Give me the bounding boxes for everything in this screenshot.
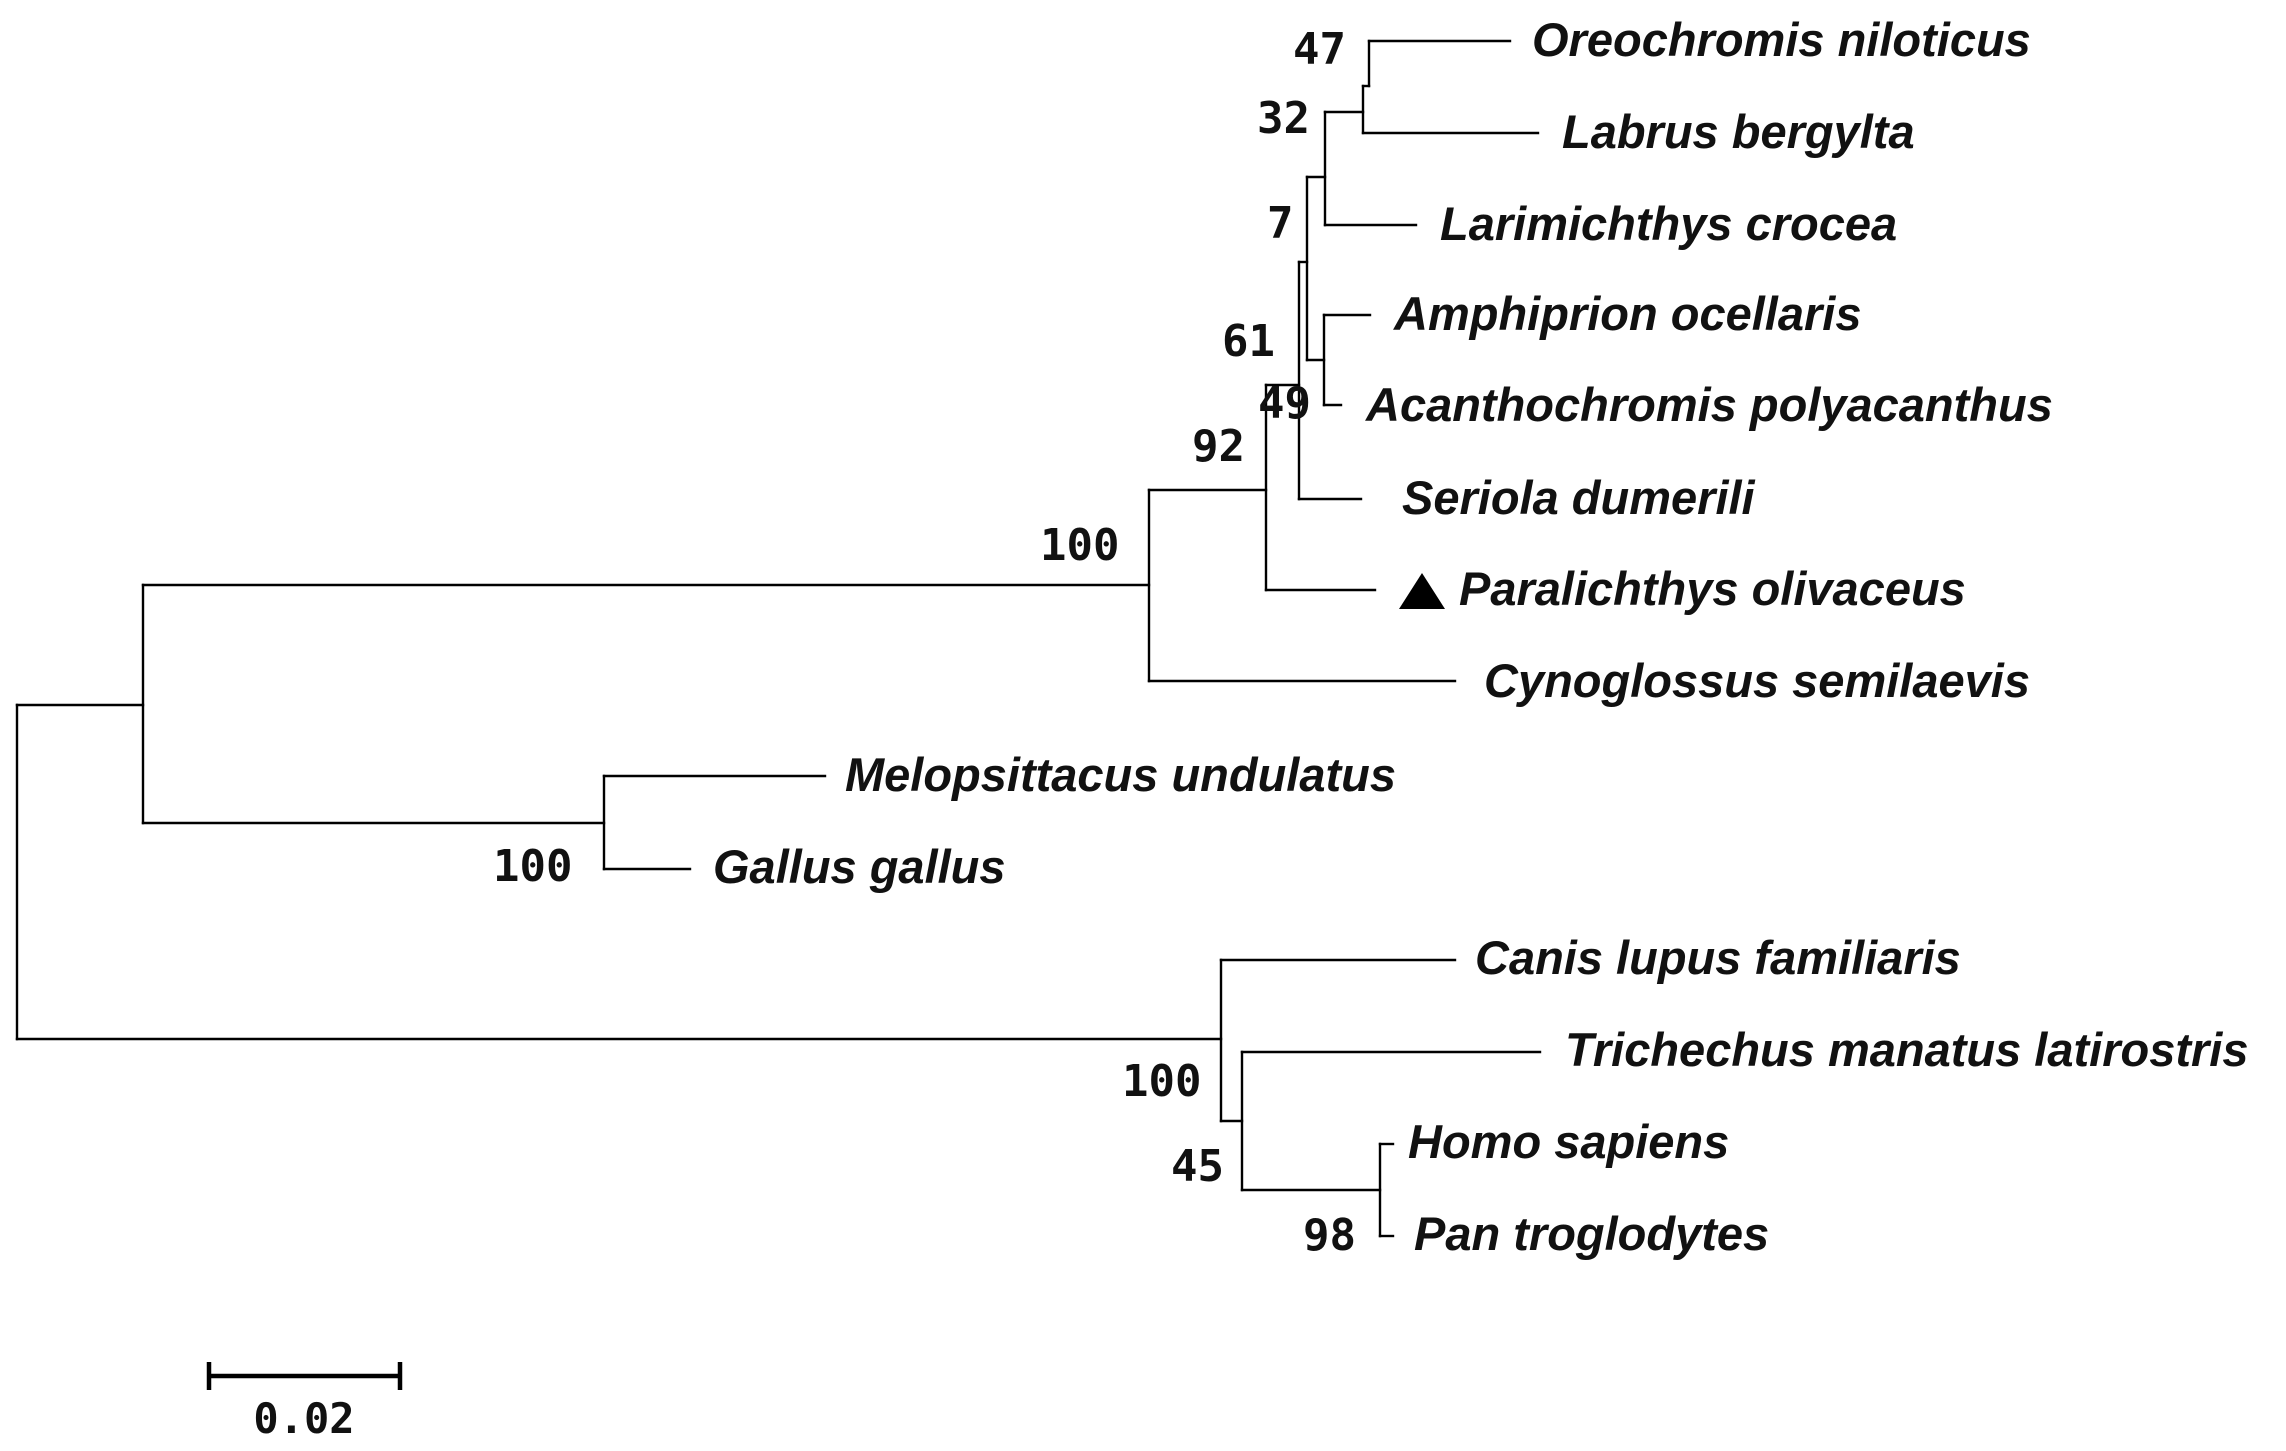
scale-bar-label: 0.02 <box>253 1394 354 1443</box>
bootstrap-value: 100 <box>1040 520 1119 571</box>
scale-bar: 0.02 <box>206 1362 403 1443</box>
taxon-label: Melopsittacus undulatus <box>845 748 1396 801</box>
taxon-label: Seriola dumerili <box>1402 471 1756 524</box>
bootstrap-value: 61 <box>1222 316 1275 367</box>
taxon-label: Labrus bergylta <box>1562 105 1915 158</box>
triangle-marker-icon <box>1399 573 1445 609</box>
taxon-label: Gallus gallus <box>713 840 1006 893</box>
bootstrap-value: 100 <box>493 841 572 892</box>
taxon-label: Acanthochromis polyacanthus <box>1365 378 2053 431</box>
taxon-label: Trichechus manatus latirostris <box>1565 1023 2248 1076</box>
taxon-label: Paralichthys olivaceus <box>1459 562 1966 615</box>
taxon-label: Cynoglossus semilaevis <box>1484 654 2030 707</box>
taxon-label: Oreochromis niloticus <box>1532 13 2031 66</box>
bootstrap-value: 45 <box>1171 1141 1224 1192</box>
bootstrap-value: 92 <box>1192 421 1245 472</box>
bootstrap-value: 32 <box>1257 93 1310 144</box>
bootstrap-value: 7 <box>1267 198 1294 249</box>
bootstrap-value: 98 <box>1303 1210 1356 1261</box>
bootstrap-value: 100 <box>1122 1056 1201 1107</box>
tree-branches <box>15 39 1542 1238</box>
bootstrap-values: 47 32 7 61 49 92 100 100 100 45 98 <box>493 24 1356 1261</box>
taxon-label: Larimichthys crocea <box>1440 197 1897 250</box>
taxon-label: Pan troglodytes <box>1414 1207 1769 1260</box>
bootstrap-value: 49 <box>1258 378 1311 429</box>
taxon-label: Canis lupus familiaris <box>1475 931 1961 984</box>
taxon-label: Amphiprion ocellaris <box>1393 287 1861 340</box>
bootstrap-value: 47 <box>1293 24 1346 75</box>
taxon-labels: Oreochromis niloticus Labrus bergylta La… <box>713 13 2248 1260</box>
taxon-label: Homo sapiens <box>1408 1115 1729 1168</box>
